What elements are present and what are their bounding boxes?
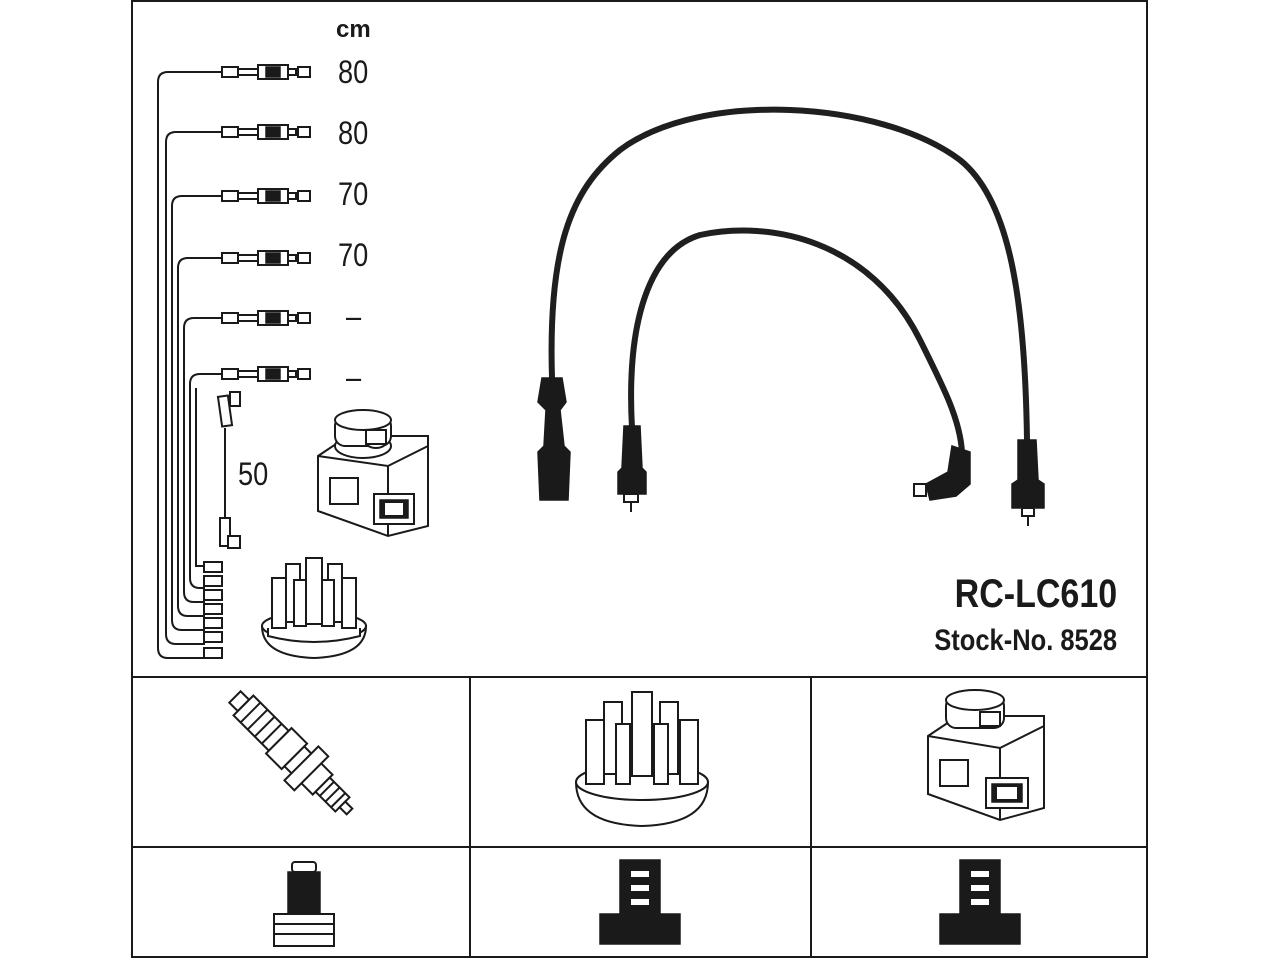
coil-lead-schematic	[216, 391, 241, 549]
lead-length-2: 80	[338, 115, 369, 151]
coil-lead-length: 50	[238, 456, 269, 492]
plug-boot-inner-right	[913, 445, 971, 501]
lead-connectors	[221, 64, 311, 382]
ignition-lead-illustration	[537, 106, 1045, 526]
divider-col-2	[810, 676, 812, 958]
plug-boot-left	[537, 377, 571, 501]
lead-length-5: –	[346, 298, 362, 334]
lead-length-1: 80	[338, 54, 369, 90]
lead-length-4: 70	[338, 237, 369, 273]
part-code: RC-LC610	[954, 572, 1117, 616]
divider-col-1	[469, 676, 471, 958]
plug-boot-right	[1011, 439, 1045, 526]
lead-length-6: –	[346, 359, 362, 395]
lead-length-3: 70	[338, 176, 369, 212]
distributor-cap-icon	[574, 691, 710, 828]
coil-icon-small	[317, 409, 429, 538]
distributor-connector-icon	[599, 859, 681, 945]
divider-lower	[131, 846, 1148, 848]
diagram-frame	[131, 0, 1148, 958]
coil-connector-icon	[939, 859, 1021, 945]
spark-plug-connector-icon	[273, 861, 335, 947]
length-unit-label: cm	[336, 16, 371, 43]
lead-bundle-schematic	[157, 71, 222, 659]
stock-number: Stock-No. 8528	[934, 624, 1117, 657]
divider-upper	[131, 676, 1148, 678]
distributor-terminals	[203, 561, 223, 659]
plug-boot-inner-left	[617, 425, 647, 512]
ignition-coil-icon	[927, 689, 1045, 822]
spark-plug-icon	[227, 689, 354, 816]
distributor-cap-icon-small	[260, 557, 368, 660]
